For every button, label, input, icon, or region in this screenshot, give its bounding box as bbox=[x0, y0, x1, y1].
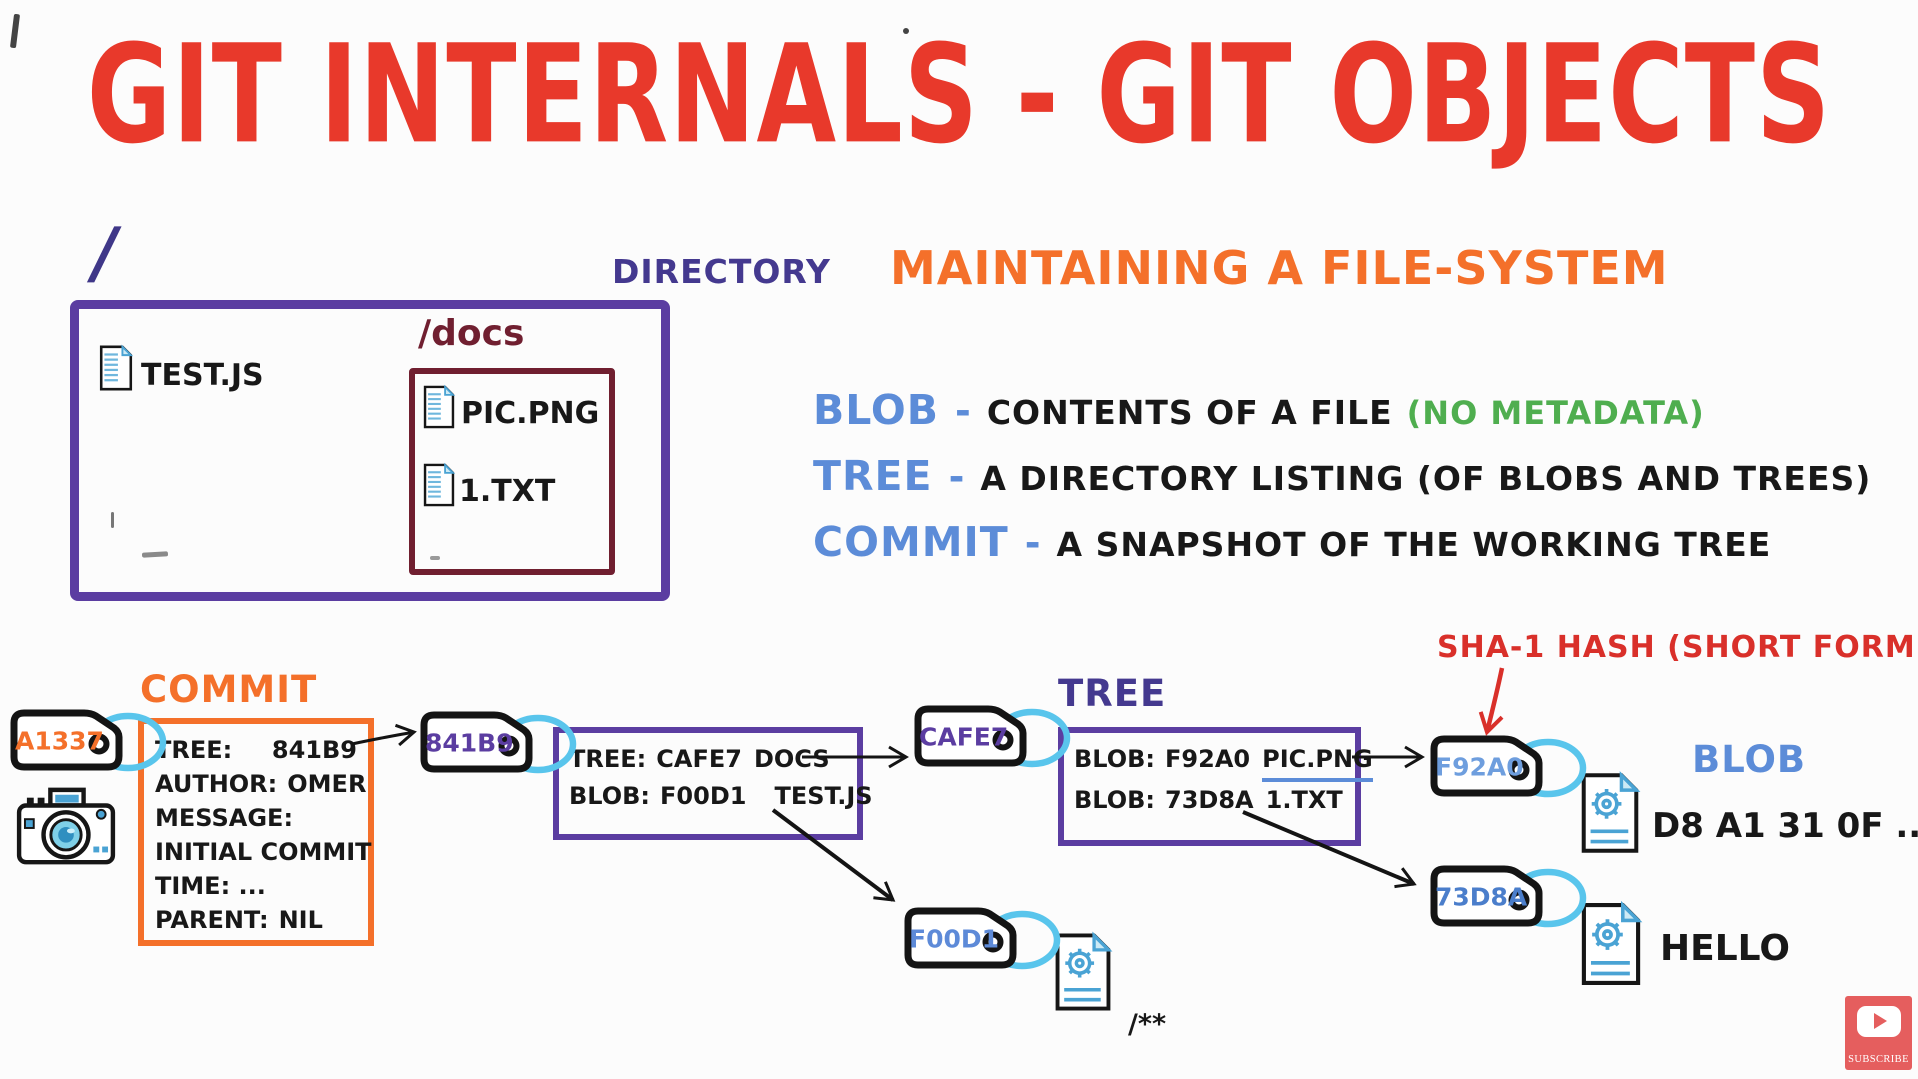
sha1-hash-note: SHA-1 HASH (SHORT FORM) bbox=[1437, 630, 1918, 665]
subscribe-label: SUBSCRIBE bbox=[1848, 1054, 1909, 1065]
root-path-label: / bbox=[85, 214, 124, 293]
file-name-testjs: TEST.JS bbox=[141, 358, 264, 393]
tree-entry-name: TEST.JS bbox=[774, 782, 873, 810]
blob-file-icon bbox=[1581, 771, 1641, 853]
commit-key: TIME: ... bbox=[155, 872, 266, 900]
blob-test-content: /** * @JEST bbox=[1128, 930, 1245, 1079]
commit-value: NIL bbox=[278, 906, 323, 934]
page-title: GIT INTERNALS - GIT OBJECTS bbox=[86, 16, 1832, 175]
tree-entry-hash: F92A0 bbox=[1165, 745, 1251, 773]
definition-dash: - bbox=[1024, 521, 1041, 565]
file-name-picpng: PIC.PNG bbox=[461, 396, 600, 431]
tag-icon bbox=[914, 705, 1071, 768]
youtube-play-icon bbox=[1856, 1006, 1901, 1037]
tree-object-label: TREE bbox=[1058, 672, 1167, 715]
blob-pic-content: D8 A1 31 0F .. bbox=[1652, 806, 1918, 846]
tag-hash-text: 841B9 bbox=[425, 728, 514, 758]
commit-row-message: MESSAGE: bbox=[155, 801, 357, 835]
tag-icon bbox=[10, 709, 167, 772]
tree-entry-name: 1.TXT bbox=[1265, 786, 1343, 814]
file-icon bbox=[99, 344, 134, 391]
root-tree-box: TREE: CAFE7 DOCS BLOB: F00D1 TEST.JS bbox=[553, 727, 873, 840]
stray-mark bbox=[111, 512, 114, 528]
definition-text: A DIRECTORY LISTING (OF BLOBS AND TREES) bbox=[980, 459, 1872, 498]
tag-commit-a1337: A1337 bbox=[8, 704, 168, 778]
definition-term: COMMIT bbox=[813, 518, 1009, 566]
docs-directory-box bbox=[409, 368, 615, 575]
docs-tree-box: BLOB: F92A0 PIC.PNG BLOB: 73D8A 1.TXT bbox=[1058, 727, 1373, 846]
blob-test-content-line1: /** bbox=[1128, 1009, 1167, 1040]
tag-icon bbox=[904, 907, 1061, 970]
definition-term: BLOB bbox=[813, 386, 940, 434]
tag-icon bbox=[1430, 735, 1587, 798]
blob-file-icon bbox=[1581, 900, 1643, 985]
blob-object-label: BLOB bbox=[1692, 738, 1807, 781]
tag-blob-73d8a: 73D8A bbox=[1428, 860, 1588, 934]
tag-hash-text: CAFE7 bbox=[919, 722, 1009, 752]
tag-blob-f92a0: F92A0 bbox=[1428, 730, 1588, 804]
commit-key: TREE: bbox=[155, 736, 233, 764]
tree-entry-type: BLOB: bbox=[1074, 786, 1156, 814]
definition-commit: COMMIT - A SNAPSHOT OF THE WORKING TREE bbox=[813, 518, 1771, 566]
commit-row-time: TIME: ... bbox=[155, 869, 357, 903]
tag-hash-text: 73D8A bbox=[1435, 882, 1528, 912]
blob-file-icon bbox=[1055, 931, 1113, 1011]
commit-row-parent: PARENT: NIL bbox=[155, 903, 357, 937]
tag-icon bbox=[420, 711, 577, 774]
tag-hash-text: F92A0 bbox=[1435, 752, 1524, 782]
commit-value-tree-hash: 841B9 bbox=[271, 736, 357, 764]
tag-root-tree-841b9: 841B9 bbox=[418, 706, 578, 780]
definition-text: A SNAPSHOT OF THE WORKING TREE bbox=[1056, 525, 1772, 564]
tree-row: BLOB: F92A0 PIC.PNG bbox=[1074, 741, 1373, 782]
definition-blob: BLOB - CONTENTS OF A FILE (NO METADATA) bbox=[813, 386, 1705, 434]
commit-key: PARENT: bbox=[155, 906, 269, 934]
commit-row-tree: TREE: 841B9 bbox=[155, 733, 357, 767]
definition-text: CONTENTS OF A FILE bbox=[986, 393, 1393, 432]
tree-row: BLOB: F00D1 TEST.JS bbox=[569, 778, 873, 815]
tree-entry-hash: 73D8A bbox=[1165, 786, 1254, 814]
file-icon bbox=[423, 462, 456, 507]
commit-row-message-value: INITIAL COMMIT bbox=[155, 835, 372, 869]
tag-hash-text: A1337 bbox=[15, 726, 104, 756]
tree-entry-type: TREE: bbox=[569, 745, 647, 773]
camera-icon bbox=[16, 787, 116, 865]
file-icon bbox=[423, 384, 456, 429]
commit-object-box: TREE: 841B9 AUTHOR: OMER MESSAGE: INITIA… bbox=[138, 718, 374, 946]
tree-entry-name: DOCS bbox=[753, 745, 830, 773]
tag-docs-tree-cafe7: CAFE7 bbox=[912, 700, 1072, 774]
docs-directory-label: /docs bbox=[418, 313, 525, 354]
section-heading: MAINTAINING A FILE-SYSTEM bbox=[890, 241, 1669, 295]
file-name-1txt: 1.TXT bbox=[459, 474, 556, 509]
tag-icon bbox=[1430, 865, 1587, 928]
commit-object-label: COMMIT bbox=[140, 668, 318, 711]
commit-key: MESSAGE: bbox=[155, 804, 294, 832]
commit-key: AUTHOR: bbox=[155, 770, 278, 798]
directory-label: DIRECTORY bbox=[612, 252, 831, 291]
stray-mark bbox=[903, 28, 909, 34]
arrow-sha-note-to-tag bbox=[1478, 667, 1505, 736]
tree-entry-type: BLOB: bbox=[569, 782, 651, 810]
tree-entry-type: BLOB: bbox=[1074, 745, 1156, 773]
commit-row-author: AUTHOR: OMER bbox=[155, 767, 366, 801]
tag-blob-f00d1: F00D1 bbox=[902, 902, 1062, 976]
tree-row: BLOB: 73D8A 1.TXT bbox=[1074, 782, 1345, 819]
definition-note: (NO METADATA) bbox=[1406, 394, 1705, 432]
definition-tree: TREE - A DIRECTORY LISTING (OF BLOBS AND… bbox=[813, 452, 1871, 500]
stray-mark bbox=[430, 556, 440, 560]
commit-value: OMER bbox=[287, 770, 367, 798]
tree-entry-hash: CAFE7 bbox=[656, 745, 742, 773]
tag-hash-text: F00D1 bbox=[909, 924, 1000, 954]
tree-entry-name: PIC.PNG bbox=[1262, 741, 1373, 782]
blob-txt-content: HELLO bbox=[1660, 928, 1790, 969]
definition-dash: - bbox=[955, 389, 971, 433]
tree-row: TREE: CAFE7 DOCS bbox=[569, 741, 847, 778]
root-directory-box bbox=[70, 300, 670, 601]
subscribe-button[interactable]: SUBSCRIBE bbox=[1845, 996, 1912, 1070]
commit-value: INITIAL COMMIT bbox=[155, 838, 372, 866]
definition-term: TREE bbox=[813, 452, 933, 500]
tree-entry-hash: F00D1 bbox=[660, 782, 747, 810]
definition-dash: - bbox=[948, 455, 965, 499]
